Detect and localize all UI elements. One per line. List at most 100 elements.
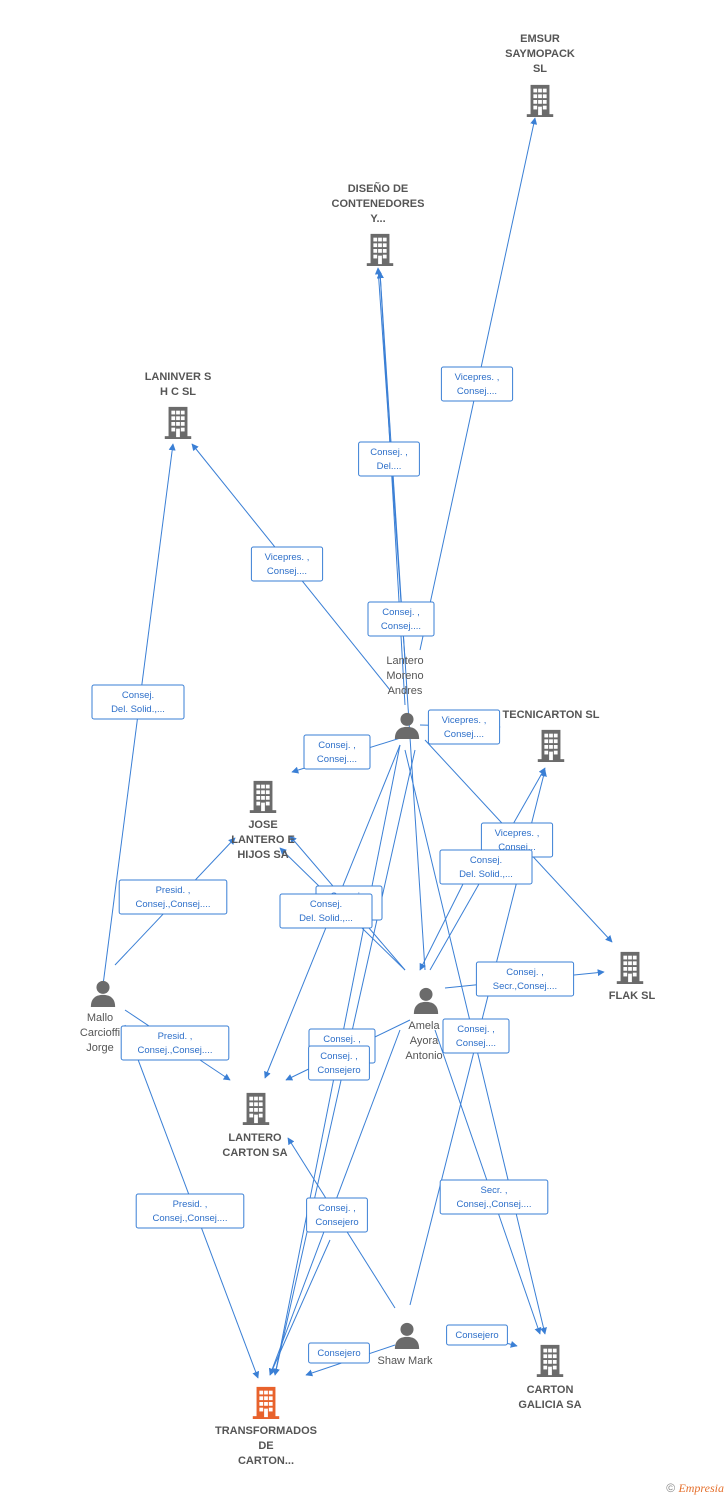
relation-label-text: Del. Solid.,... (459, 869, 513, 880)
relation-label-text: Consej. , (370, 447, 408, 458)
person-node-shaw[interactable]: Shaw Mark (377, 1322, 433, 1367)
company-name: CONTENEDORES (332, 198, 425, 210)
company-name: TRANSFORMADOS (215, 1425, 317, 1437)
relation-edge (269, 1239, 331, 1376)
relation-label[interactable]: Consejero (446, 1324, 508, 1346)
relation-label-text: Vicepres. , (442, 715, 487, 726)
relation-label[interactable]: Secr. ,Consej.,Consej.... (439, 1179, 549, 1215)
copyright-symbol: © (666, 1481, 676, 1495)
person-name: Antonio (405, 1050, 442, 1062)
building-icon (164, 406, 192, 439)
company-name: JOSE (248, 819, 277, 831)
relation-label-layer: Vicepres. , Consej.... Consej. , Del.... Vic… (91, 366, 575, 1364)
relation-label-text: Vicepres. , (495, 828, 540, 839)
relation-label[interactable]: Consej. , Consej.... (367, 601, 435, 637)
company-node-flak[interactable]: FLAK SL (609, 951, 656, 1002)
person-name: Jorge (86, 1042, 114, 1054)
person-name: Andres (388, 685, 423, 697)
relation-label[interactable]: Vicepres. ,Consej.... (440, 366, 514, 402)
relation-label[interactable]: Consej. ,Consej.... (442, 1018, 510, 1054)
person-name: Carcioffi (80, 1027, 120, 1039)
relation-label-text: Secr.,Consej.... (493, 981, 557, 992)
relation-label-text: Consej. , (323, 1034, 361, 1045)
relation-label[interactable]: Presid. , Consej.,Consej.... (120, 1025, 230, 1061)
company-name: CARTON SA (222, 1147, 287, 1159)
company-node-transformados[interactable]: TRANSFORMADOSDECARTON... (215, 1386, 317, 1467)
building-icon (252, 1386, 280, 1419)
person-icon (394, 712, 420, 739)
relation-label-text: Consej. , (382, 607, 420, 618)
brand-logo[interactable]: Empresia (678, 1481, 724, 1495)
relation-label[interactable]: Presid. ,Consej.,Consej.... (118, 879, 228, 915)
relation-label[interactable]: Consej. , Del.... (358, 441, 420, 477)
company-name: HIJOS SA (237, 849, 288, 861)
relation-label[interactable]: Consejero (308, 1342, 370, 1364)
building-icon (249, 780, 277, 813)
company-node-tecnicarton[interactable]: TECNICARTON SL (503, 709, 600, 762)
relation-label[interactable]: Consej. Del. Solid.,... (279, 893, 373, 929)
relation-label[interactable]: Vicepres. , Consej.... (427, 709, 501, 745)
company-name: H C SL (160, 386, 196, 398)
relation-label-text: Consej... (498, 842, 536, 853)
company-node-laninver[interactable]: LANINVER SH C SL (145, 371, 212, 439)
relation-label-text: Consejero (317, 1065, 360, 1076)
relation-label-text: Consej.,Consej.... (153, 1213, 228, 1224)
relation-label[interactable]: Consej. , Consejero (308, 1045, 370, 1081)
relation-label-text: Vicepres. , (265, 552, 310, 563)
relation-label-text: Consej. , (318, 1203, 356, 1214)
relation-label-text: Consej. , (318, 740, 356, 751)
relation-label-text: Consej.... (267, 566, 307, 577)
building-icon (526, 84, 554, 117)
company-node-jose[interactable]: JOSE LANTERO E HIJOS SA (231, 780, 295, 861)
relation-label-text: Del.... (377, 461, 402, 472)
relation-label[interactable]: Presid. , Consej.,Consej.... (135, 1193, 245, 1229)
relation-label[interactable]: Consej. ,Secr.,Consej.... (475, 961, 575, 997)
relation-label-text: Presid. , (158, 1031, 193, 1042)
relation-label-text: Presid. , (173, 1199, 208, 1210)
footer: © Empresia (666, 1481, 724, 1496)
person-icon (394, 1322, 420, 1349)
relation-label-text: Consej. (470, 855, 502, 866)
relation-label-text: Consej.... (444, 729, 484, 740)
company-name: FLAK SL (609, 990, 656, 1002)
building-icon (366, 233, 394, 266)
building-icon (616, 951, 644, 984)
relation-label[interactable]: Consej.Del. Solid.,... (91, 684, 185, 720)
relation-label-text: Consejero (455, 1330, 498, 1341)
company-name: CARTON... (238, 1455, 294, 1467)
company-name: CARTON (527, 1384, 574, 1396)
relation-label[interactable]: Consej. ,Consejero (306, 1197, 368, 1233)
building-icon (536, 1344, 564, 1377)
relation-label-text: Consejero (317, 1348, 360, 1359)
person-name: Lantero (386, 655, 423, 667)
person-name: Mallo (87, 1012, 113, 1024)
relation-label-text: Del. Solid.,... (111, 704, 165, 715)
person-name: Shaw Mark (377, 1355, 433, 1367)
person-icon (90, 980, 116, 1007)
person-name: Amela (408, 1020, 440, 1032)
relation-label-text: Del. Solid.,... (299, 913, 353, 924)
relation-label[interactable]: Consej. ,Consej.... (303, 734, 371, 770)
relation-label-text: Consej. , (320, 1051, 358, 1062)
relation-label[interactable]: Consej. Del. Solid.,... (439, 849, 533, 885)
company-name: LANTERO E (231, 834, 295, 846)
company-name: DISEÑO DE (348, 182, 409, 195)
relation-label-text: Consej.,Consej.... (136, 899, 211, 910)
company-name: Y... (370, 213, 385, 225)
relation-label-text: Consej.... (381, 621, 421, 632)
relation-label[interactable]: Vicepres. , Consej... (480, 822, 554, 858)
company-name: TECNICARTON SL (503, 709, 600, 721)
person-name: Ayora (410, 1035, 439, 1047)
company-node-diseno[interactable]: DISEÑO DE CONTENEDORES Y... (332, 182, 425, 266)
relation-label[interactable]: Vicepres. , Consej.... (250, 546, 324, 582)
relation-label-text: Consej. (310, 899, 342, 910)
relation-label-text: Consej.,Consej.... (138, 1045, 213, 1056)
